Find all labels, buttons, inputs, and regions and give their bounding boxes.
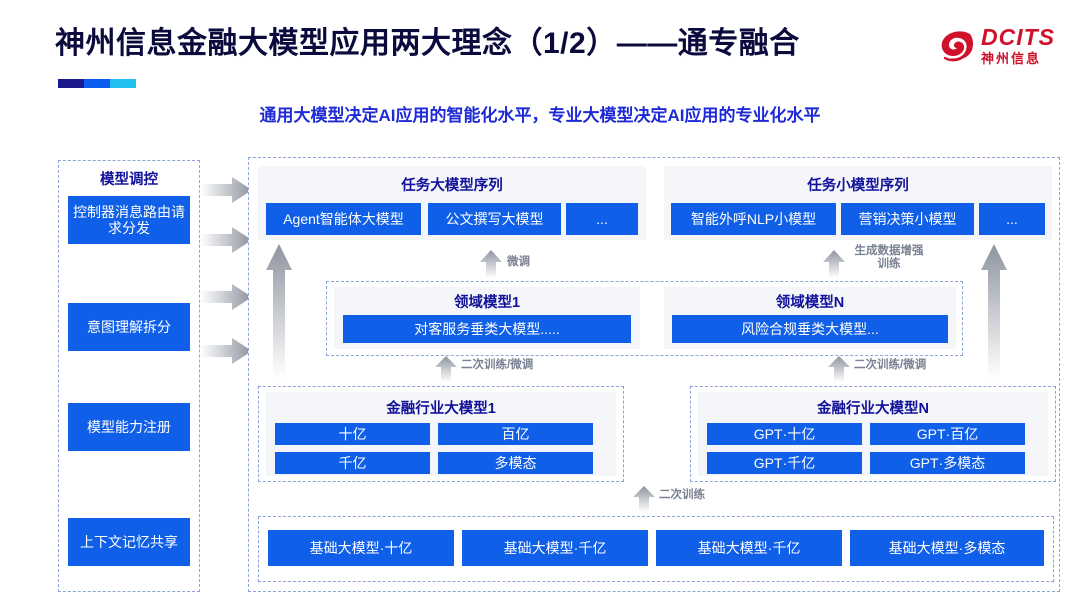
accent-segment-2 — [83, 79, 111, 88]
industry-model-n-item-1[interactable]: GPT·百亿 — [870, 423, 1025, 445]
flow-arrow-right-1 — [200, 176, 252, 209]
flow-arrow-up-long-left — [265, 244, 293, 383]
sidebar-item-controller-dispatch[interactable]: 控制器消息路由请求分发 — [68, 196, 190, 244]
page-subtitle: 通用大模型决定AI应用的智能化水平，专业大模型决定AI应用的专业化水平 — [259, 106, 821, 125]
task-small-item-0[interactable]: 智能外呼NLP小模型 — [671, 203, 836, 235]
arrow-label-retrain-right: 二次训练/微调 — [854, 359, 927, 371]
industry-model-1-item-1[interactable]: 百亿 — [438, 423, 593, 445]
flow-arrow-right-4 — [200, 337, 252, 370]
sidebar-item-context-memory[interactable]: 上下文记忆共享 — [68, 518, 190, 566]
industry-model-1-item-3[interactable]: 多模态 — [438, 452, 593, 474]
logo-name-en: DCITS — [981, 23, 1055, 50]
arrow-label-retrain: 二次训练 — [659, 489, 705, 501]
task-large-item-2[interactable]: ... — [566, 203, 638, 235]
swirl-icon — [936, 25, 976, 65]
page-title: 神州信息金融大模型应用两大理念（1/2）——通专融合 — [55, 27, 800, 60]
flow-arrow-up-retrain — [632, 486, 656, 517]
industry-model-n-item-0[interactable]: GPT·十亿 — [707, 423, 862, 445]
domain-model-1-title: 领域模型1 — [453, 295, 521, 311]
industry-model-n-item-2[interactable]: GPT·千亿 — [707, 452, 862, 474]
arrow-label-finetune: 微调 — [507, 256, 530, 268]
flow-arrow-up-data-augment — [822, 250, 846, 283]
task-small-item-1[interactable]: 营销决策小模型 — [841, 203, 974, 235]
foundation-model-item-3[interactable]: 基础大模型·多模态 — [850, 530, 1044, 566]
industry-model-1-item-2[interactable]: 千亿 — [275, 452, 430, 474]
industry-model-1-title: 金融行业大模型1 — [386, 401, 496, 417]
task-small-item-2[interactable]: ... — [979, 203, 1045, 235]
industry-model-n-title: 金融行业大模型N — [817, 401, 929, 417]
domain-model-n-item[interactable]: 风险合规垂类大模型... — [672, 315, 948, 343]
foundation-model-item-1[interactable]: 基础大模型·千亿 — [462, 530, 648, 566]
task-large-item-1[interactable]: 公文撰写大模型 — [428, 203, 561, 235]
accent-segment-3 — [110, 79, 136, 88]
task-large-title: 任务大模型序列 — [401, 178, 503, 194]
company-logo: DCITS 神州信息 — [936, 20, 1064, 70]
industry-model-n-item-3[interactable]: GPT·多模态 — [870, 452, 1025, 474]
industry-model-1-item-0[interactable]: 十亿 — [275, 423, 430, 445]
arrow-label-retrain-left: 二次训练/微调 — [461, 359, 534, 371]
foundation-model-item-0[interactable]: 基础大模型·十亿 — [268, 530, 454, 566]
domain-model-1-item[interactable]: 对客服务垂类大模型..... — [343, 315, 631, 343]
domain-model-n-title: 领域模型N — [775, 295, 845, 311]
flow-arrow-right-2 — [200, 226, 252, 259]
sidebar-item-capability-registry[interactable]: 模型能力注册 — [68, 403, 190, 451]
accent-segment-1 — [58, 79, 84, 88]
sidebar-item-intent-parsing[interactable]: 意图理解拆分 — [68, 303, 190, 351]
title-accent-bar — [58, 79, 136, 88]
foundation-model-item-2[interactable]: 基础大模型·千亿 — [656, 530, 842, 566]
flow-arrow-up-retrain-left — [434, 356, 458, 387]
sidebar-title: 模型调控 — [100, 172, 158, 188]
arrow-label-data-augment: 生成数据增强训练 — [854, 245, 924, 271]
flow-arrow-up-finetune — [479, 250, 503, 283]
flow-arrow-right-3 — [200, 283, 252, 316]
logo-name-cn: 神州信息 — [981, 50, 1042, 66]
flow-arrow-up-long-right — [980, 244, 1008, 383]
task-small-title: 任务小模型序列 — [807, 178, 909, 194]
task-large-item-0[interactable]: Agent智能体大模型 — [266, 203, 421, 235]
flow-arrow-up-retrain-right — [827, 356, 851, 387]
